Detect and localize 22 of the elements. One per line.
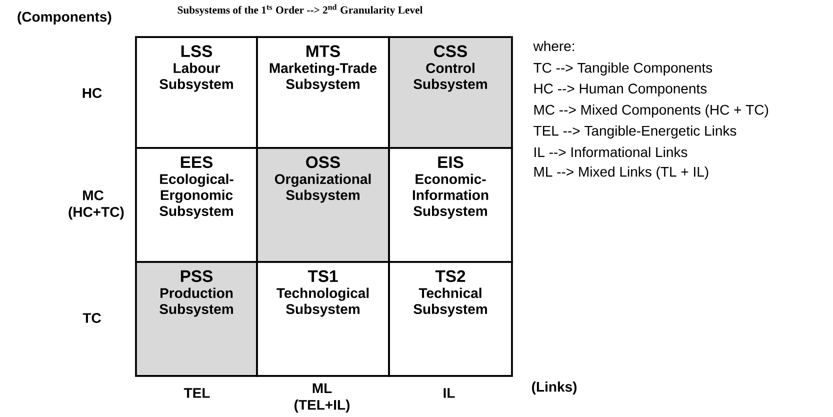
subsystem-cell: TS1 Technological Subsystem: [256, 261, 390, 377]
subsystem-cell: CSS Control Subsystem: [388, 36, 513, 149]
legend-line: IL --> Informational Links: [534, 146, 688, 158]
subsystem-cell: EES Ecological-Ergonomic Subsystem: [135, 147, 258, 263]
row-label: TC: [82, 313, 101, 323]
legend-line: ML --> Mixed Links (TL + IL): [534, 166, 708, 180]
subsystem-cell: LSS Labour Subsystem: [135, 36, 258, 149]
subsystem-cell: PSS Production Subsystem: [135, 261, 258, 377]
subsystem-cell: TS2 Technical Subsystem: [388, 261, 513, 377]
subsystem-cell: MTS Marketing-Trade Subsystem: [256, 36, 390, 149]
legend-line: MC --> Mixed Components (HC + TC): [534, 104, 768, 118]
row-label: HC: [82, 88, 102, 98]
column-label: ML (TEL+IL): [294, 383, 350, 413]
subsystem-cell: EIS Economic-Information Subsystem: [388, 147, 513, 263]
axis-title: (Components): [18, 11, 112, 25]
legend-line: TEL --> Tangible-Energetic Links: [534, 125, 736, 139]
legend-line: TC --> Tangible Components: [534, 62, 712, 76]
subsystem-cell: OSS Organizational Subsystem: [256, 147, 390, 263]
legend-line: HC --> Human Components: [534, 84, 707, 96]
title: Subsystems of the 1$^{ts}$ Order --> 2$^{nd}$ Granularity Level: [178, 4, 423, 16]
axis-title: (Links): [532, 381, 576, 395]
legend-line: where:: [533, 40, 574, 52]
